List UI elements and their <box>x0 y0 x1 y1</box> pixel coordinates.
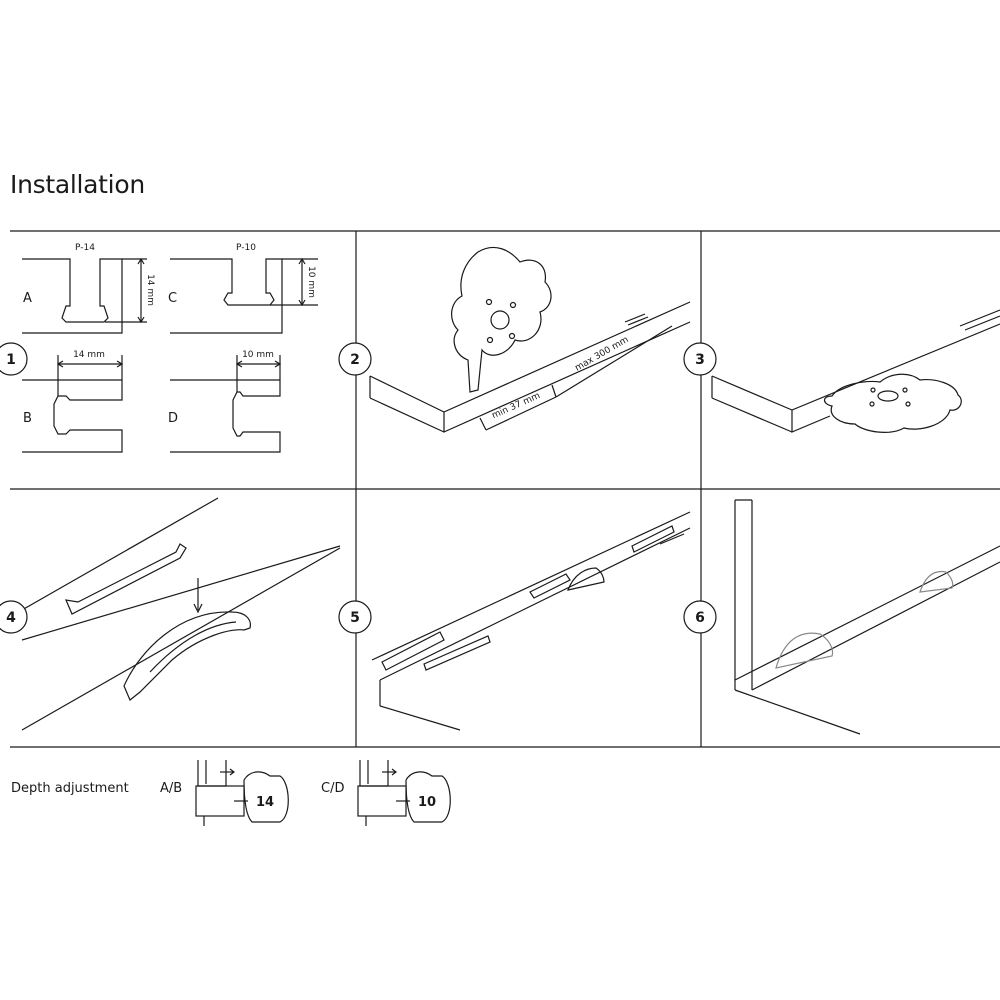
step-marker-3: 3 <box>683 342 717 376</box>
profile-a-dim: 14 mm <box>145 274 155 306</box>
profile-b-letter: B <box>23 411 32 426</box>
step-number: 5 <box>350 610 360 626</box>
profile-c-drawing <box>170 257 318 334</box>
profile-c-name: P-10 <box>236 243 256 253</box>
step2-drawing <box>369 247 691 433</box>
profile-a-letter: A <box>23 291 32 306</box>
profile-d-dim: 10 mm <box>242 350 274 360</box>
step-number: 6 <box>695 610 705 626</box>
step-number: 4 <box>6 610 16 626</box>
step4-drawing <box>21 497 341 731</box>
grid-lines <box>10 230 1000 748</box>
step6-drawing <box>734 499 1000 735</box>
profile-b-dim: 14 mm <box>73 350 105 360</box>
depth-cd-label: C/D <box>321 781 345 796</box>
depth-adjustment-label: Depth adjustment <box>11 781 129 796</box>
step-marker-4: 4 <box>0 600 28 634</box>
depth-tool-cd <box>357 760 451 826</box>
step-marker-2: 2 <box>338 342 372 376</box>
step-number: 3 <box>695 352 705 368</box>
step-number: 1 <box>6 352 16 368</box>
profile-d-letter: D <box>168 411 178 426</box>
depth-ab-label: A/B <box>160 781 183 796</box>
step-markers: 1 2 3 4 5 6 <box>0 342 717 634</box>
profile-d-drawing <box>170 355 282 453</box>
step3-drawing <box>711 309 1000 433</box>
dial-value-ab: 14 <box>256 795 274 810</box>
step-marker-5: 5 <box>338 600 372 634</box>
step-marker-1: 1 <box>0 342 28 376</box>
profile-b-drawing <box>22 355 124 453</box>
dial-value-cd: 10 <box>418 795 436 810</box>
profile-a-drawing <box>22 257 147 334</box>
min-distance-label: min 37 mm <box>491 391 542 421</box>
depth-tool-ab <box>195 760 289 826</box>
step-marker-6: 6 <box>683 600 717 634</box>
profile-c-dim: 10 mm <box>306 266 316 298</box>
step5-drawing <box>371 511 691 731</box>
profile-c-letter: C <box>168 291 177 306</box>
page-title: Installation <box>10 170 145 199</box>
profile-a-name: P-14 <box>75 243 95 253</box>
step-number: 2 <box>350 352 360 368</box>
